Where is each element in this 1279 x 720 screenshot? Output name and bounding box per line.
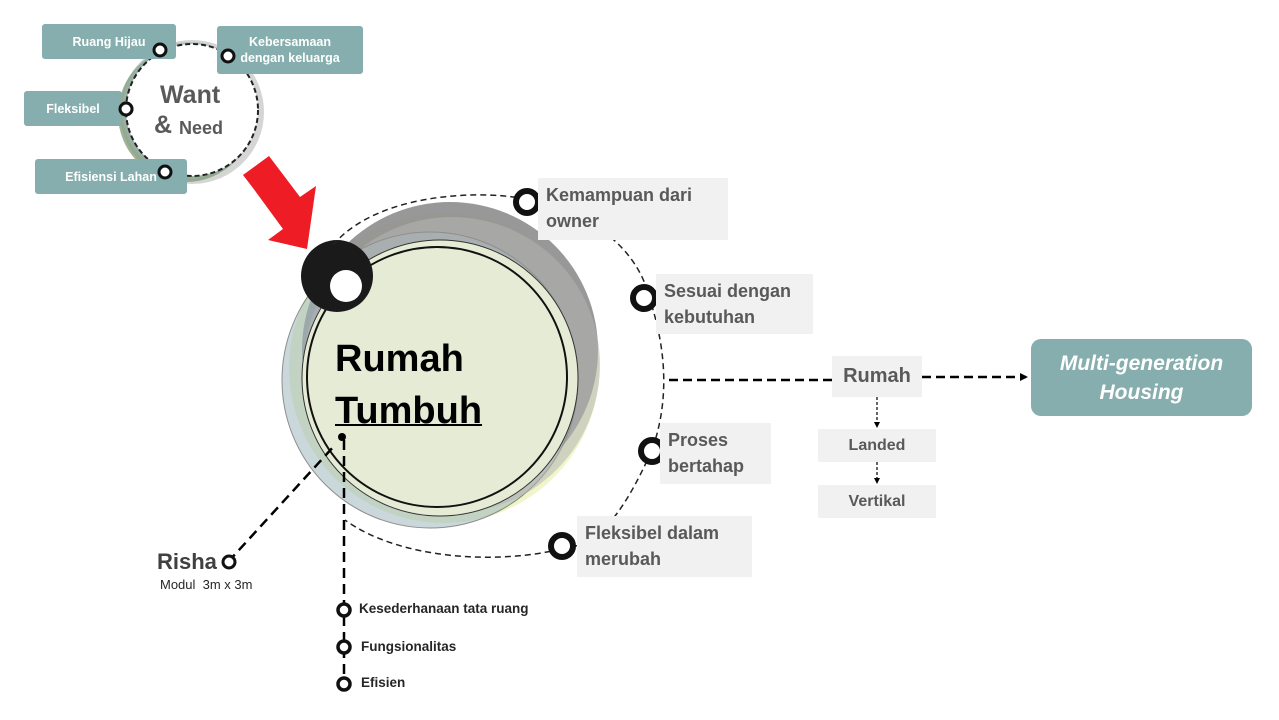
principle-node-icons [336,602,352,692]
principle-fungsionalitas: Fungsionalitas [361,639,457,654]
ampersand-label: & [154,111,173,139]
main-title-line1: Rumah [335,338,464,380]
red-arrow [243,156,316,249]
want-need-circle [118,40,264,184]
risha-node-icon [221,554,237,570]
risha-subtitle: Modul 3m x 3m [160,577,253,592]
factor-sesuai: Sesuai dengan kebutuhan [656,274,813,334]
principle-efisien: Efisien [361,675,406,690]
factor-fleksibel: Fleksibel dalam merubah [577,516,752,577]
factor-kemampuan: Kemampuan dari owner [538,178,728,240]
factors-arc [332,194,665,558]
risha-connector [227,444,336,563]
tag-fleksibel: Fleksibel [24,91,122,126]
need-label: Need [179,118,224,138]
want-label: Want [160,81,221,109]
factor-proses: Proses bertahap [660,423,771,484]
risha-title: Risha [157,549,217,574]
main-title-line2: Tumbuh [335,390,483,432]
vertikal-box: Vertikal [818,485,936,518]
rumah-box: Rumah [832,356,922,397]
tag-kebersamaan: Kebersamaan dengan keluarga [217,26,363,74]
principle-kesederhanaan: Kesederhanaan tata ruang [359,601,529,616]
multi-generation-housing-box: Multi-generation Housing [1031,339,1252,416]
factor-node-icons [513,188,666,560]
landed-box: Landed [818,429,936,462]
